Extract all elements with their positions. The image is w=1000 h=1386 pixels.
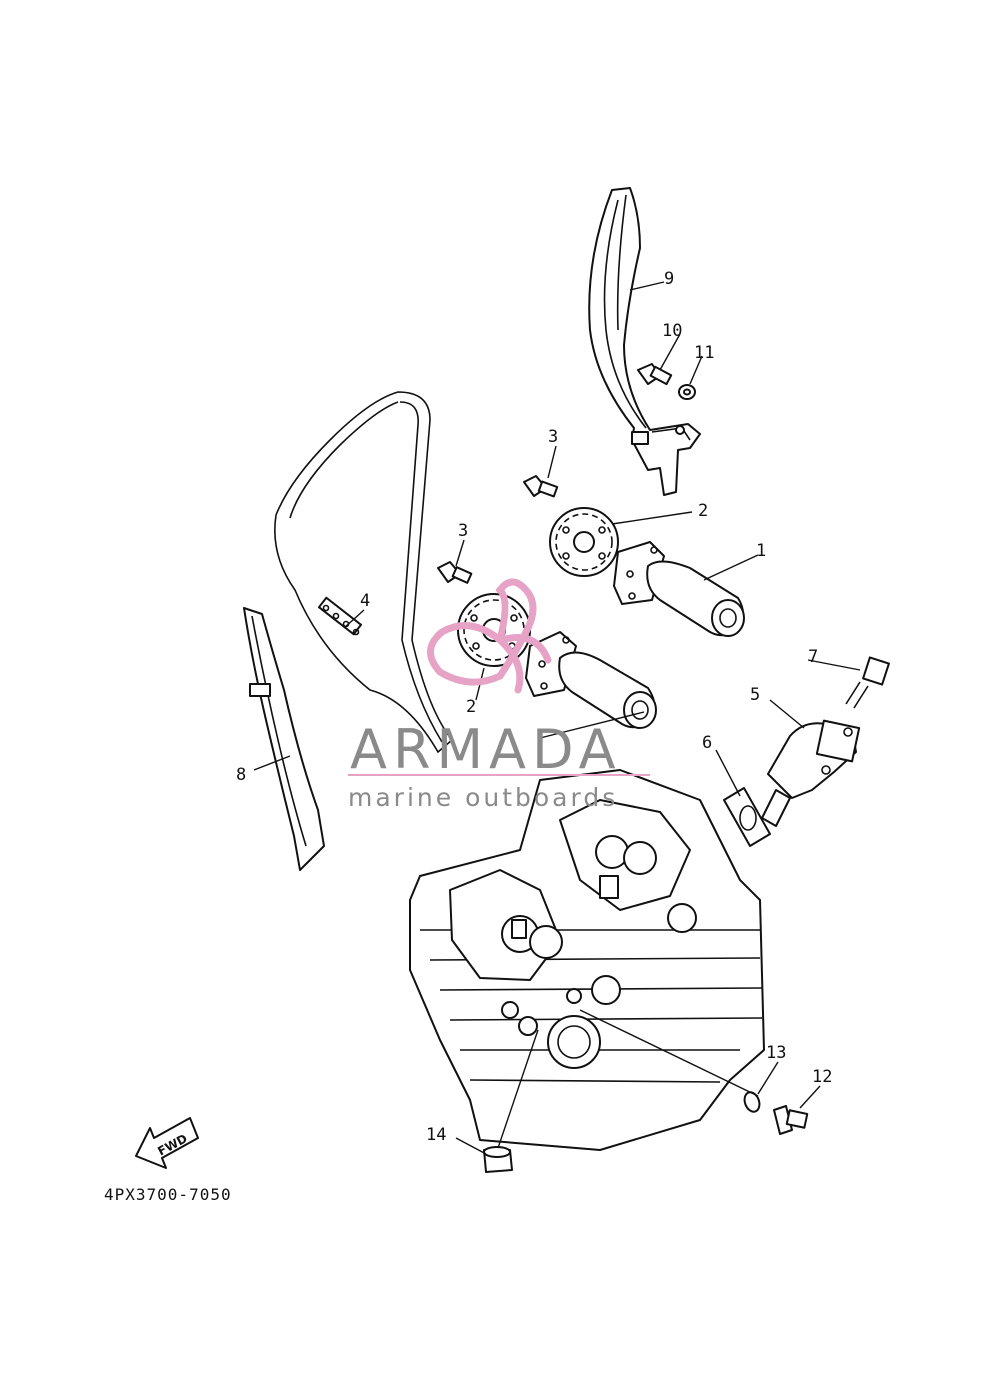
oring-part-13 [743, 1091, 761, 1113]
label-part-14: 14 [426, 1125, 446, 1145]
label-part-11: 11 [694, 343, 714, 363]
label-part-9: 9 [664, 269, 674, 289]
sprocket-bolt-upper [523, 475, 559, 498]
watermark-divider [348, 774, 650, 776]
label-part-7: 7 [808, 647, 818, 667]
plug-part-14 [483, 1146, 513, 1173]
chain-guide-lower [243, 607, 325, 871]
watermark-tagline: marine outboards [348, 783, 618, 812]
timing-chain [274, 391, 454, 754]
label-part-4: 4 [360, 591, 370, 611]
sprocket-bolt-lower [437, 561, 473, 584]
cam-sprocket-upper [549, 507, 619, 577]
label-part-13: 13 [766, 1043, 786, 1063]
watermark-brand: ARMADA [350, 718, 622, 781]
bolt-part-10 [637, 363, 673, 386]
washer-part-11 [678, 384, 696, 400]
drawing-code: 4PX3700-7050 [104, 1185, 232, 1204]
chain-link-segment [317, 596, 363, 636]
label-part-3-upper: 3 [548, 427, 558, 447]
forward-direction-arrow: FWD [135, 1117, 199, 1169]
camshaft-upper [613, 541, 745, 637]
label-part-1: 1 [756, 541, 766, 561]
bolt-part-12 [773, 1105, 809, 1135]
cam-sprocket-lower [457, 593, 531, 667]
label-part-3-lower: 3 [458, 521, 468, 541]
tensioner-bolt-part-7 [845, 656, 890, 709]
label-part-8: 8 [236, 765, 246, 785]
label-part-2-upper: 2 [698, 501, 708, 521]
label-part-2-lower: 2 [466, 697, 476, 717]
cylinder-head [409, 769, 765, 1151]
chain-guide-upper [588, 187, 701, 496]
label-part-5: 5 [750, 685, 760, 705]
leader-lines [253, 281, 861, 1155]
chain-tensioner [761, 719, 861, 827]
label-part-10: 10 [662, 321, 682, 341]
ribbon-logo-icon [427, 578, 552, 694]
part-number-labels: 1 2 2 3 3 4 5 6 7 8 9 10 11 12 13 14 [236, 269, 832, 1145]
armada-watermark: ARMADA marine outboards [348, 578, 650, 812]
label-part-6: 6 [702, 733, 712, 753]
label-part-12: 12 [812, 1067, 832, 1087]
